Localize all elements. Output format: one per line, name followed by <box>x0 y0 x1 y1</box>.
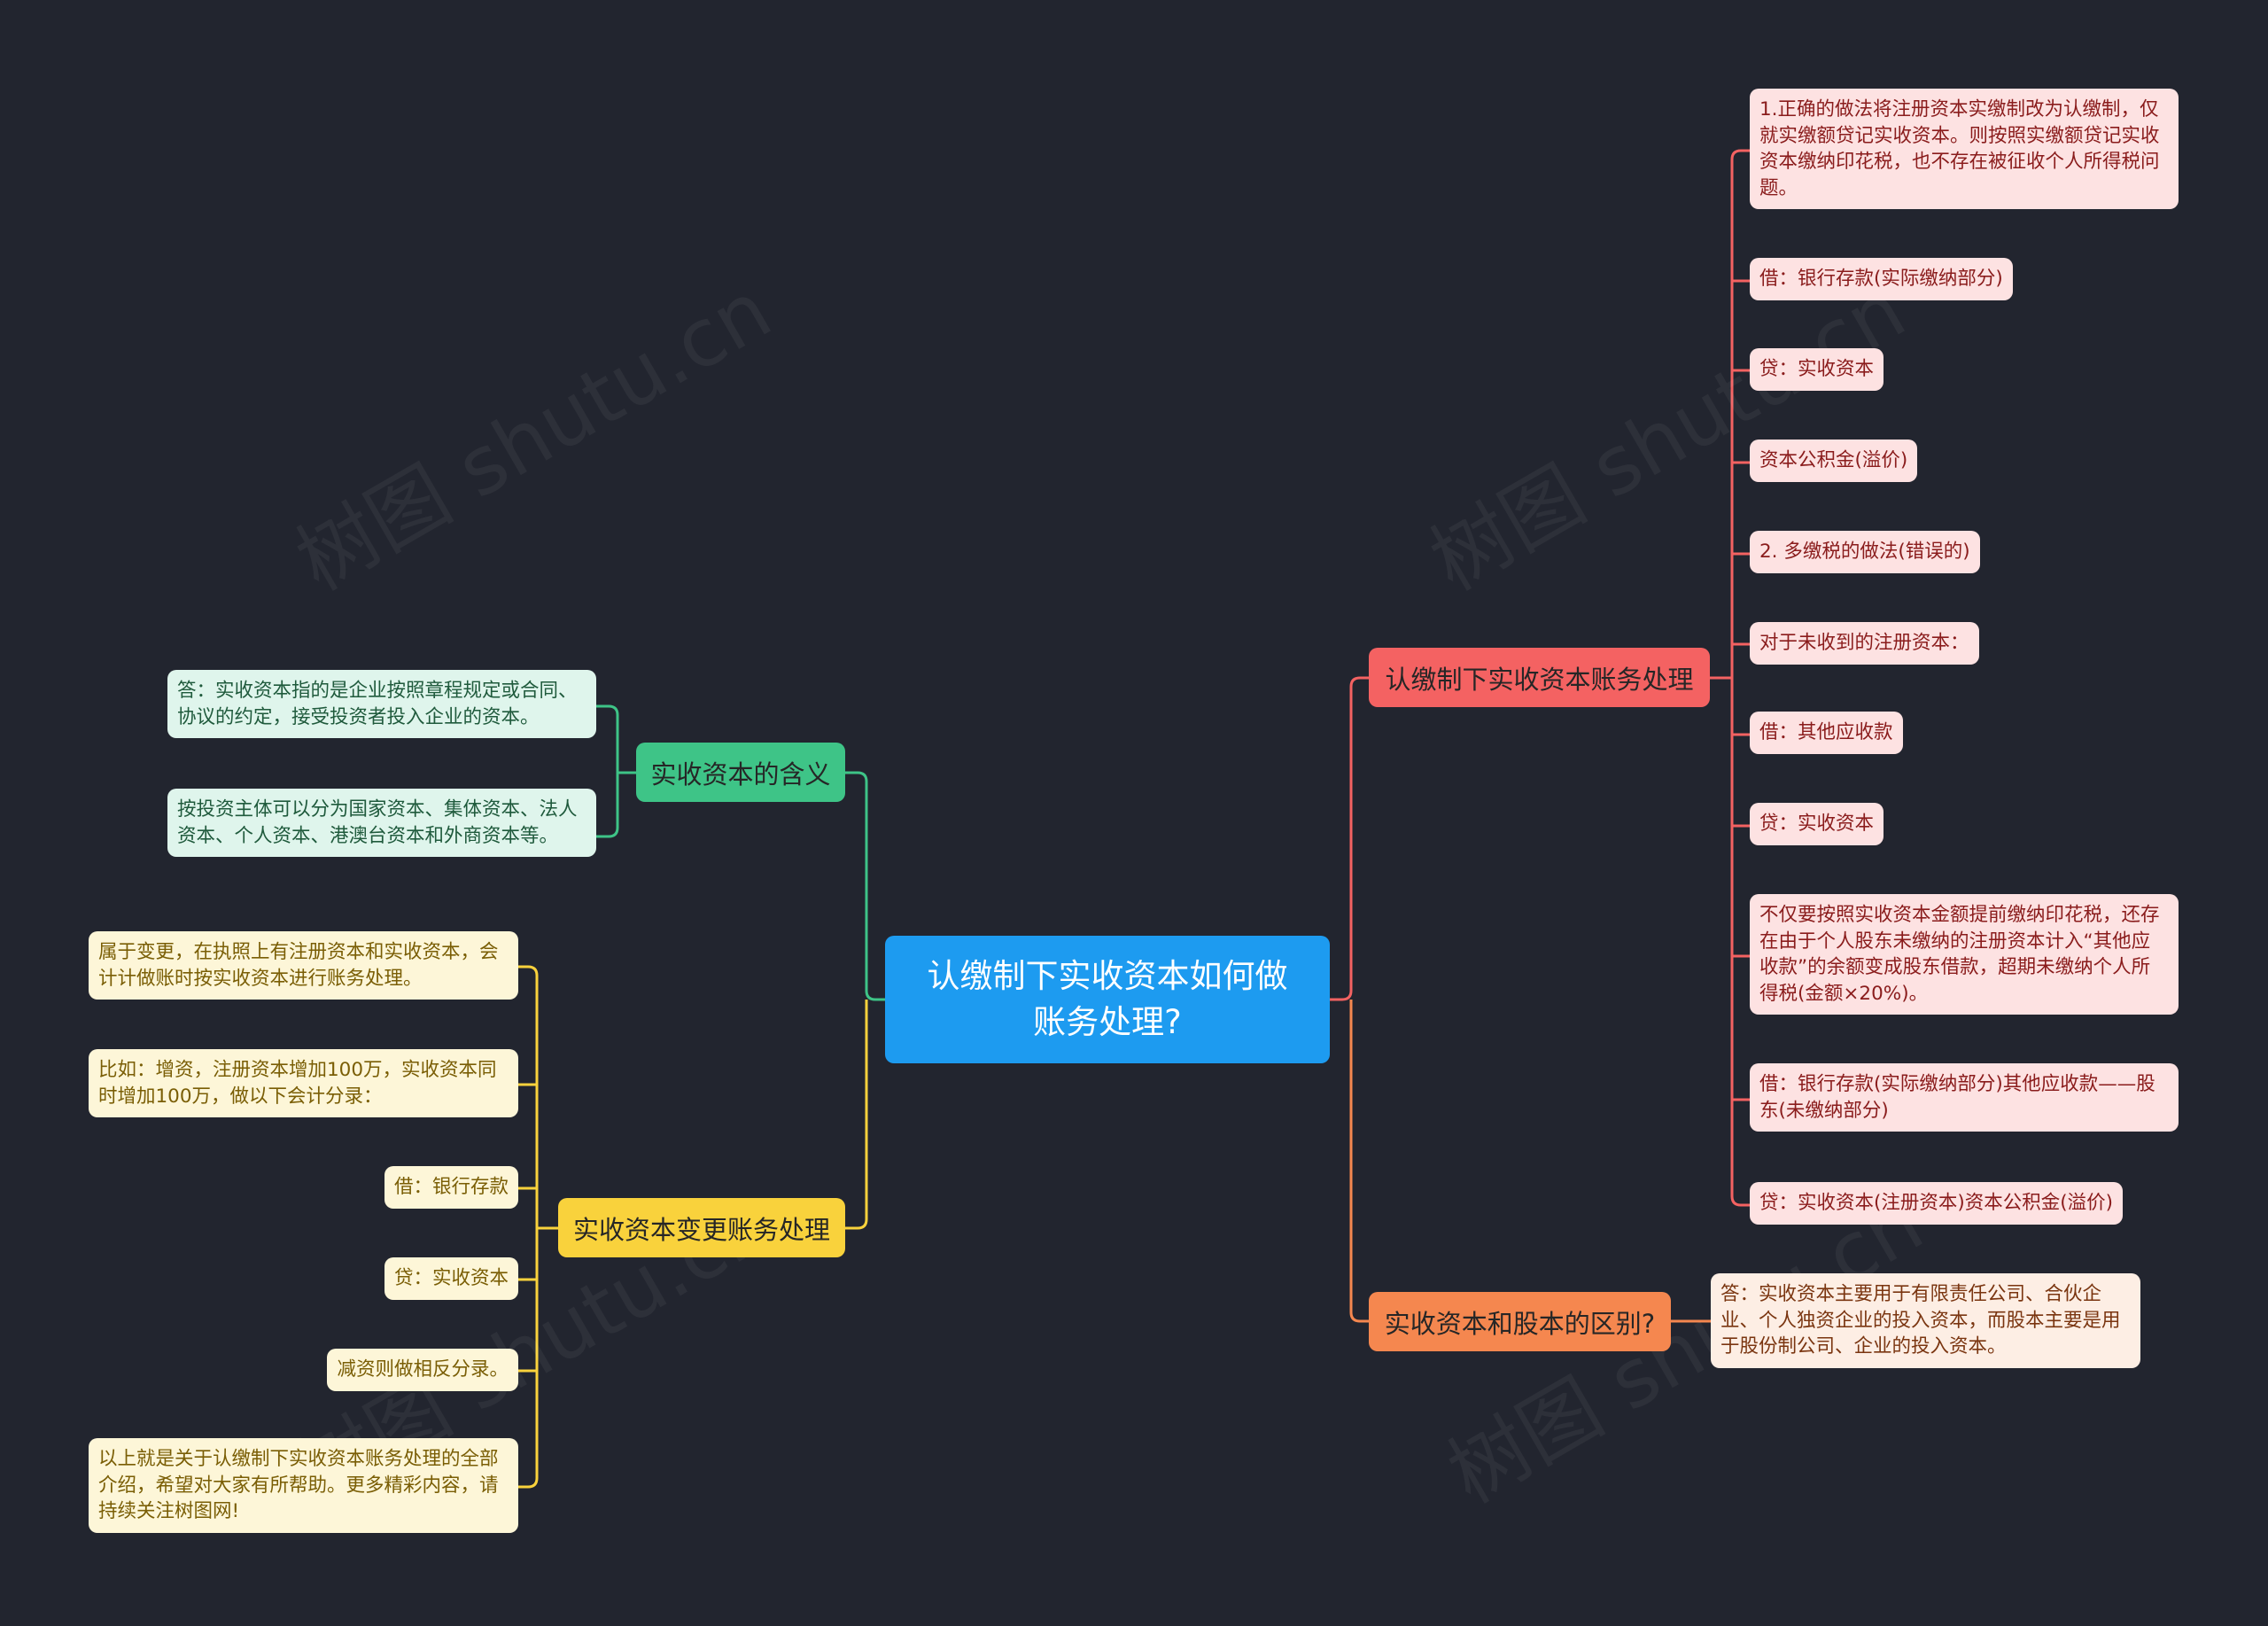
leaf-node[interactable]: 按投资主体可以分为国家资本、集体资本、法人资本、个人资本、港澳台资本和外商资本等… <box>167 789 596 857</box>
leaf-node[interactable]: 资本公积金(溢价) <box>1750 440 1918 482</box>
branch-node-capital-vs-share[interactable]: 实收资本和股本的区别? <box>1369 1292 1671 1351</box>
branch-label: 实收资本和股本的区别? <box>1384 1308 1656 1339</box>
branch-label: 实收资本变更账务处理 <box>572 1214 830 1245</box>
leaf-node[interactable]: 对于未收到的注册资本： <box>1750 622 1979 665</box>
root-node[interactable]: 认缴制下实收资本如何做账务处理? <box>885 936 1330 1063</box>
leaf-node[interactable]: 不仅要按照实收资本金额提前缴纳印花税，还存在由于个人股东未缴纳的注册资本计入“其… <box>1750 894 2179 1015</box>
green-branch-connectors <box>596 704 885 1001</box>
leaf-node[interactable]: 借：银行存款 <box>384 1166 518 1209</box>
leaf-node[interactable]: 贷：实收资本(注册资本)资本公积金(溢价) <box>1750 1182 2124 1225</box>
branch-label: 实收资本的含义 <box>650 759 831 790</box>
leaf-node[interactable]: 比如：增资，注册资本增加100万，实收资本同时增加100万，做以下会计分录： <box>89 1049 518 1117</box>
leaf-node[interactable]: 贷：实收资本 <box>1750 348 1884 391</box>
branch-label: 认缴制下实收资本账务处理 <box>1385 664 1694 695</box>
branch-node-change-accounting[interactable]: 实收资本变更账务处理 <box>558 1198 845 1257</box>
leaf-node[interactable]: 贷：实收资本 <box>384 1257 518 1300</box>
leaf-node[interactable]: 借：其他应收款 <box>1750 712 1903 754</box>
leaf-node[interactable]: 属于变更，在执照上有注册资本和实收资本，会计计做账时按实收资本进行账务处理。 <box>89 931 518 1000</box>
branch-node-meaning[interactable]: 实收资本的含义 <box>636 743 845 802</box>
leaf-node[interactable]: 2. 多缴税的做法(错误的) <box>1750 531 1980 573</box>
leaf-node[interactable]: 以上就是关于认缴制下实收资本账务处理的全部介绍，希望对大家有所帮助。更多精彩内容… <box>89 1438 518 1533</box>
red-branch-connectors <box>1330 149 1750 1207</box>
leaf-node[interactable]: 1.正确的做法将注册资本实缴制改为认缴制，仅就实缴额贷记实收资本。则按照实缴额贷… <box>1750 89 2179 209</box>
leaf-node[interactable]: 贷：实收资本 <box>1750 803 1884 845</box>
leaf-node[interactable]: 减资则做相反分录。 <box>327 1349 518 1391</box>
leaf-node[interactable]: 答：实收资本主要用于有限责任公司、合伙企业、个人独资企业的投入资本，而股本主要是… <box>1711 1273 2140 1368</box>
yellow-branch-connectors <box>518 965 868 1489</box>
leaf-node[interactable]: 答：实收资本指的是企业按照章程规定或合同、协议的约定，接受投资者投入企业的资本。 <box>167 670 596 738</box>
orange-branch-connectors <box>1349 1000 1711 1323</box>
root-label: 认缴制下实收资本如何做账务处理? <box>927 957 1288 1041</box>
branch-node-subscription-accounting[interactable]: 认缴制下实收资本账务处理 <box>1369 648 1710 707</box>
leaf-node[interactable]: 借：银行存款(实际缴纳部分)其他应收款——股东(未缴纳部分) <box>1750 1063 2179 1132</box>
leaf-node[interactable]: 借：银行存款(实际缴纳部分) <box>1750 258 2013 300</box>
